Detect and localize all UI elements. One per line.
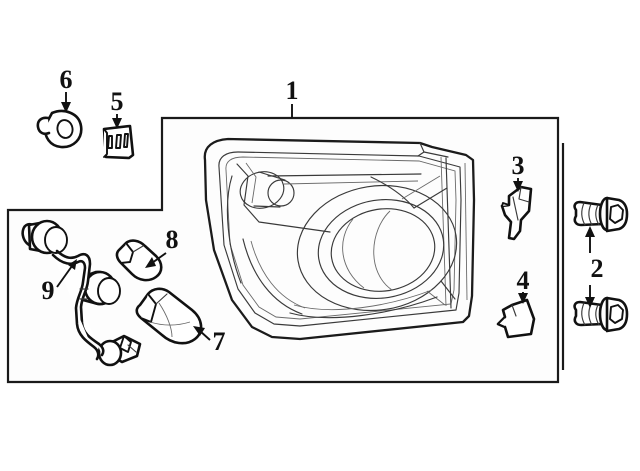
- arrow-9: [68, 259, 77, 270]
- callout-3-label: 3: [512, 151, 525, 180]
- callout-4: 4: [517, 266, 530, 304]
- callout-8-label: 8: [166, 225, 179, 254]
- large-bulb: [135, 287, 203, 345]
- arrow-8: [145, 257, 156, 268]
- callout-8: 8: [145, 225, 179, 268]
- grommet-plug: [36, 109, 83, 149]
- arrow-7: [193, 326, 205, 336]
- arrow-3: [513, 181, 523, 192]
- callout-1-label: 1: [286, 76, 299, 105]
- connector-clip: [102, 124, 135, 160]
- wiring-harness: [21, 219, 142, 367]
- callout-6: 6: [60, 65, 73, 113]
- arrow-2-down: [585, 297, 595, 308]
- lower-retainer-wedge: [496, 298, 536, 339]
- callout-5: 5: [111, 87, 124, 129]
- headlamp-assembly: [203, 137, 476, 341]
- callout-5-label: 5: [111, 87, 124, 116]
- callout-2-label: 2: [591, 254, 604, 283]
- arrow-4: [518, 293, 528, 304]
- arrow-6: [61, 102, 71, 113]
- callout-7-label: 7: [213, 327, 226, 356]
- callout-6-label: 6: [60, 65, 73, 94]
- arrow-5: [112, 118, 122, 129]
- callout-1: 1: [286, 76, 299, 118]
- callout-2: 2: [585, 226, 604, 308]
- small-wedge-bulb: [115, 239, 163, 282]
- callout-3: 3: [512, 151, 525, 192]
- callout-9-label: 9: [42, 276, 55, 305]
- arrow-2-up: [585, 226, 595, 237]
- callout-4-label: 4: [517, 266, 530, 295]
- hex-flange-bolt-lower: [573, 296, 629, 333]
- upper-retainer-bracket: [500, 185, 533, 241]
- hex-flange-bolt-upper: [573, 196, 629, 233]
- callout-9: 9: [42, 259, 77, 305]
- callout-7: 7: [193, 326, 226, 356]
